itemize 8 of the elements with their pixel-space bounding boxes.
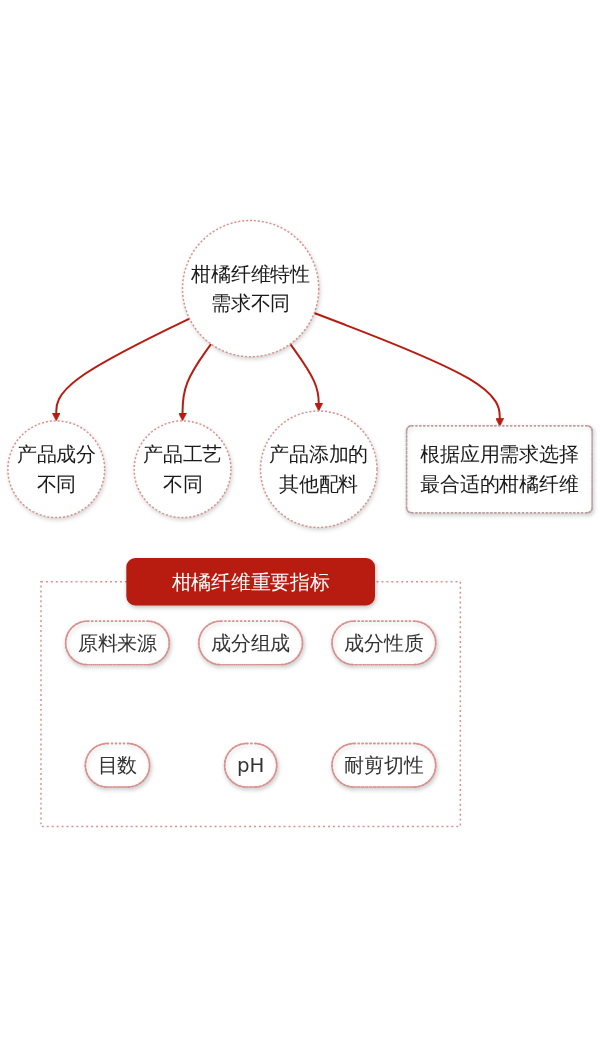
node-circle: 产品成分不同 bbox=[7, 420, 106, 519]
node-circle: 产品添加的其他配料 bbox=[259, 410, 378, 529]
node-circle: 柑橘纤维特性需求不同 bbox=[181, 219, 320, 358]
node-circle: 产品工艺不同 bbox=[133, 420, 232, 519]
arrow bbox=[313, 312, 505, 427]
arrow bbox=[289, 343, 324, 412]
arrow bbox=[178, 343, 213, 422]
arrow bbox=[51, 317, 191, 422]
